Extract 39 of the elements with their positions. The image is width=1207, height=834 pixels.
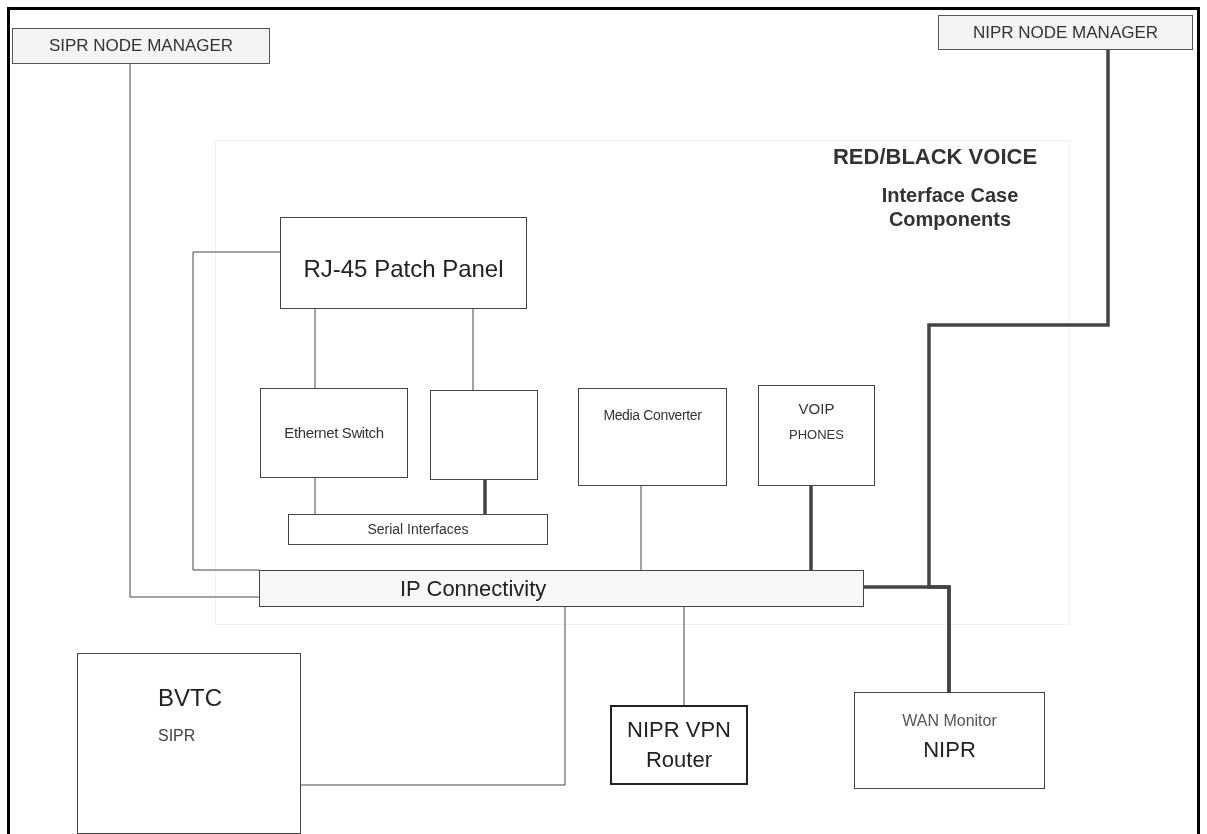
box-label: IP Connectivity xyxy=(400,575,547,603)
manager-box xyxy=(938,15,1193,50)
connector-line xyxy=(129,63,260,598)
connector-line xyxy=(640,485,642,571)
connector-line xyxy=(809,486,813,570)
interface-bar xyxy=(288,514,548,545)
box-label: SIPR NODE MANAGER xyxy=(48,35,234,58)
connector-line xyxy=(300,606,566,786)
connector-line xyxy=(314,477,316,515)
box-label: NIPR VPN Router xyxy=(626,716,732,774)
diagram-title: RED/BLACK VOICE xyxy=(831,143,1039,171)
box-label: VOIP xyxy=(798,399,835,419)
connector-line xyxy=(864,585,951,692)
router-box xyxy=(610,705,748,785)
box-label: SIPR xyxy=(158,726,196,746)
connector-line xyxy=(483,480,487,514)
manager-box xyxy=(12,28,270,64)
patch-panel-box xyxy=(280,217,527,309)
box-label: PHONES xyxy=(789,425,844,444)
box-label: Ethernet Switch xyxy=(284,422,384,443)
connector-line xyxy=(683,606,685,706)
converter-box xyxy=(578,388,727,486)
box-label: Serial Interfaces xyxy=(367,520,469,539)
box-label: BVTC xyxy=(158,683,222,713)
terminal-box xyxy=(77,653,301,834)
connector-line xyxy=(314,308,316,389)
box-label: NIPR xyxy=(923,736,976,764)
device-box xyxy=(430,390,538,480)
phones-box xyxy=(758,385,875,486)
box-label: Media Converter xyxy=(603,406,702,425)
connector-line xyxy=(472,308,474,391)
subtitle: Interface Case Components xyxy=(880,183,1020,231)
connectivity-bar xyxy=(259,570,864,607)
box-label: NIPR NODE MANAGER xyxy=(972,21,1159,44)
connector-line xyxy=(192,251,281,571)
box-label: RJ-45 Patch Panel xyxy=(303,254,504,284)
box-label: WAN Monitor xyxy=(902,711,997,731)
monitor-box xyxy=(854,692,1045,789)
switch-box xyxy=(260,388,408,478)
